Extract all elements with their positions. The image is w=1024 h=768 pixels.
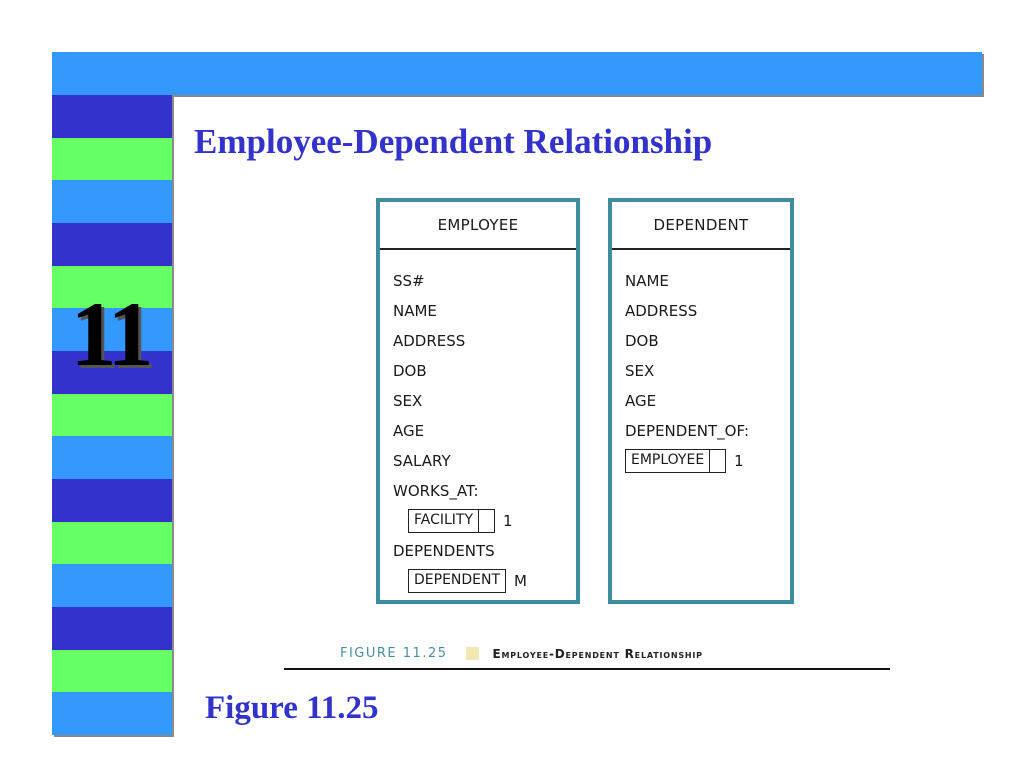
entity-employee: EMPLOYEE SS# NAME ADDRESS DOB SEX AGE SA… <box>376 198 580 604</box>
relation-label: DEPENDENT_OF: <box>625 422 750 440</box>
chapter-number: 11 <box>70 283 154 385</box>
reference-slot <box>478 510 494 532</box>
caption-figure-number: FIGURE 11.25 <box>340 646 448 661</box>
attribute: SEX <box>393 392 423 410</box>
attribute: SS# <box>393 272 425 290</box>
attribute: NAME <box>625 272 669 290</box>
attribute: SALARY <box>393 452 451 470</box>
sidebar-stripe <box>52 265 172 309</box>
sidebar-stripe <box>52 223 172 266</box>
cardinality: M <box>514 572 527 590</box>
attribute-list: NAME ADDRESS DOB SEX AGE DEPENDENT_OF: E… <box>612 250 790 476</box>
attribute: AGE <box>393 422 425 440</box>
sidebar-stripe <box>52 607 172 650</box>
relation-label: WORKS_AT: <box>393 482 479 500</box>
relation-reference: EMPLOYEE 1 <box>625 446 790 476</box>
relation-label: DEPENDENTS <box>393 542 495 560</box>
reference-target: FACILITY <box>414 512 474 528</box>
caption-marker <box>465 647 479 660</box>
cardinality: 1 <box>734 452 744 470</box>
sidebar-stripe <box>52 479 172 522</box>
cardinality: 1 <box>503 512 513 530</box>
attribute: NAME <box>393 302 437 320</box>
sidebar-stripe <box>52 308 172 352</box>
sidebar-stripe <box>52 95 172 138</box>
sidebar-divider <box>172 95 174 735</box>
entity-dependent: DEPENDENT NAME ADDRESS DOB SEX AGE DEPEN… <box>608 198 794 604</box>
sidebar-stripe <box>52 137 172 181</box>
sidebar-stripe <box>52 521 172 565</box>
sidebar-stripe <box>52 393 172 437</box>
entity-header: EMPLOYEE <box>380 202 576 250</box>
sidebar-stripe <box>52 436 172 480</box>
reference-box: EMPLOYEE <box>625 449 727 473</box>
attribute: AGE <box>625 392 657 410</box>
relation-reference: FACILITY 1 <box>408 506 576 536</box>
caption-rule <box>284 668 890 670</box>
sidebar-stripe <box>52 351 172 394</box>
relation-reference: DEPENDENT M <box>408 566 576 596</box>
top-banner-bar <box>52 52 982 95</box>
attribute: ADDRESS <box>393 332 466 350</box>
striped-sidebar <box>52 95 172 736</box>
caption-text: Employee-Dependent Relationship <box>492 646 703 661</box>
sidebar-stripe <box>52 564 172 608</box>
attribute: SEX <box>625 362 655 380</box>
figure-label: Figure 11.25 <box>205 690 379 726</box>
attribute: DOB <box>393 362 427 380</box>
reference-box: DEPENDENT <box>408 569 507 593</box>
figure-caption: FIGURE 11.25 Employee-Dependent Relation… <box>340 646 703 661</box>
sidebar-stripe <box>52 692 172 736</box>
reference-slot <box>709 450 725 472</box>
attribute: ADDRESS <box>625 302 698 320</box>
attribute-list: SS# NAME ADDRESS DOB SEX AGE SALARY WORK… <box>380 250 576 596</box>
entity-header: DEPENDENT <box>612 202 790 250</box>
sidebar-stripe <box>52 180 172 224</box>
reference-target: EMPLOYEE <box>631 452 705 468</box>
reference-box: FACILITY <box>408 509 496 533</box>
sidebar-stripe <box>52 649 172 693</box>
attribute: DOB <box>625 332 659 350</box>
reference-target: DEPENDENT <box>414 572 501 588</box>
slide-title: Employee-Dependent Relationship <box>194 122 713 161</box>
